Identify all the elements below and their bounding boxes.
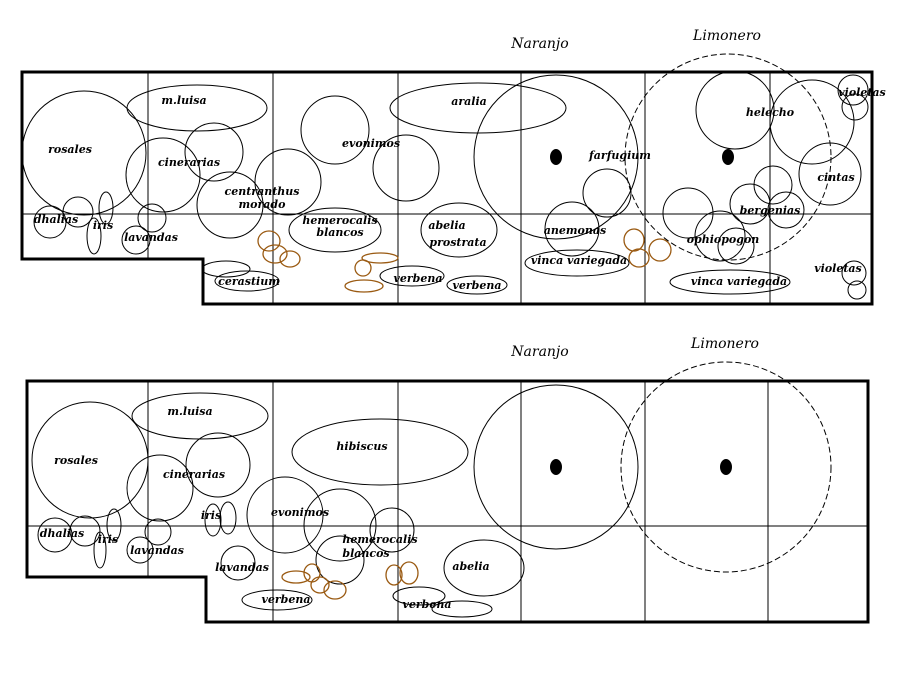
label-verbena-2: verbena (402, 598, 451, 611)
naranjo-trunk (550, 459, 562, 475)
label-anemonas: anemonas (544, 224, 606, 237)
label-hemerocalis: hemerocalis (342, 533, 417, 546)
label-vinca-2: vinca variegada (691, 275, 787, 288)
label-centranthus: centranthus (225, 185, 300, 198)
label-evonimos: evonimos (271, 506, 329, 519)
plants-bottom (31, 392, 525, 618)
tree-label-limonero: Limonero (690, 336, 759, 352)
label-evonimos: evonimos (342, 137, 400, 150)
limonero-trunk (720, 459, 732, 475)
label-dhalias: dhalias (40, 527, 85, 540)
tree-label-naranjo: Naranjo (510, 36, 568, 52)
label-lavandas-2: lavandas (215, 561, 269, 574)
tree-label-naranjo: Naranjo (510, 344, 568, 360)
label-verbena-1: verbena (261, 593, 310, 606)
bed-outline-bottom (25, 379, 870, 624)
label-helecho: helecho (746, 106, 794, 119)
label-cinerarias: cinerarias (163, 468, 225, 481)
label-violetas-top: violetas (838, 86, 886, 99)
label-cinerarias: cinerarias (158, 156, 220, 169)
label-blancos: blancos (316, 226, 363, 239)
label-aralia: aralia (451, 95, 487, 108)
label-abelia: abelia (452, 560, 489, 573)
label-blancos: blancos (342, 547, 389, 560)
label-abelia: abelia (428, 219, 465, 232)
label-ophiopogon: ophiopogon (687, 233, 760, 246)
label-rosales: rosales (48, 143, 92, 156)
label-violetas-bottom: violetas (814, 262, 862, 275)
label-iris-2: iris (98, 533, 118, 546)
limonero-canopy (620, 361, 832, 573)
label-farfugium: farfugium (588, 149, 651, 162)
garden-plan-top: Naranjo Limonero m.luisa rosales cinerar… (20, 28, 886, 306)
label-cerastium: cerastium (218, 275, 280, 288)
label-verbena-2: verbena (452, 279, 501, 292)
label-hibiscus: hibiscus (336, 440, 387, 453)
label-bergenias: bergenias (740, 204, 801, 217)
naranjo-trunk (550, 149, 562, 165)
grid-top (22, 72, 872, 304)
plants-top (21, 70, 869, 300)
limonero-canopy (624, 53, 832, 261)
bed-outline-top (20, 70, 874, 306)
label-iris: iris (93, 219, 113, 232)
garden-plan-bottom: Naranjo Limonero m.luisa rosales cinerar… (25, 336, 870, 624)
plant-labels-bottom: m.luisa rosales cinerarias hibiscus iris… (40, 405, 490, 611)
limonero-trunk (722, 149, 734, 165)
label-cintas: cintas (817, 171, 854, 184)
label-m-luisa: m.luisa (161, 94, 206, 107)
tree-label-limonero: Limonero (692, 28, 761, 44)
label-vinca-1: vinca variegada (531, 254, 627, 267)
label-m-luisa: m.luisa (167, 405, 212, 418)
label-rosales: rosales (54, 454, 98, 467)
label-prostrata: prostrata (429, 236, 486, 249)
tree-canopies-top (473, 53, 832, 261)
bulbs-bottom (281, 561, 419, 600)
plant-labels-top: m.luisa rosales cinerarias centranthus m… (34, 86, 886, 292)
label-lavandas-1: lavandas (130, 544, 184, 557)
naranjo-canopy (473, 74, 639, 240)
label-hemerocalis: hemerocalis (302, 214, 377, 227)
naranjo-canopy (473, 384, 639, 550)
label-morado: morado (239, 198, 286, 211)
label-dhalias: dhalias (34, 213, 79, 226)
label-lavandas: lavandas (124, 231, 178, 244)
label-iris-1: iris (201, 509, 221, 522)
label-verbena-1: verbena (393, 272, 442, 285)
bulbs-top (257, 228, 672, 293)
tree-canopies-bottom (473, 361, 832, 573)
grid-bottom (27, 381, 868, 622)
